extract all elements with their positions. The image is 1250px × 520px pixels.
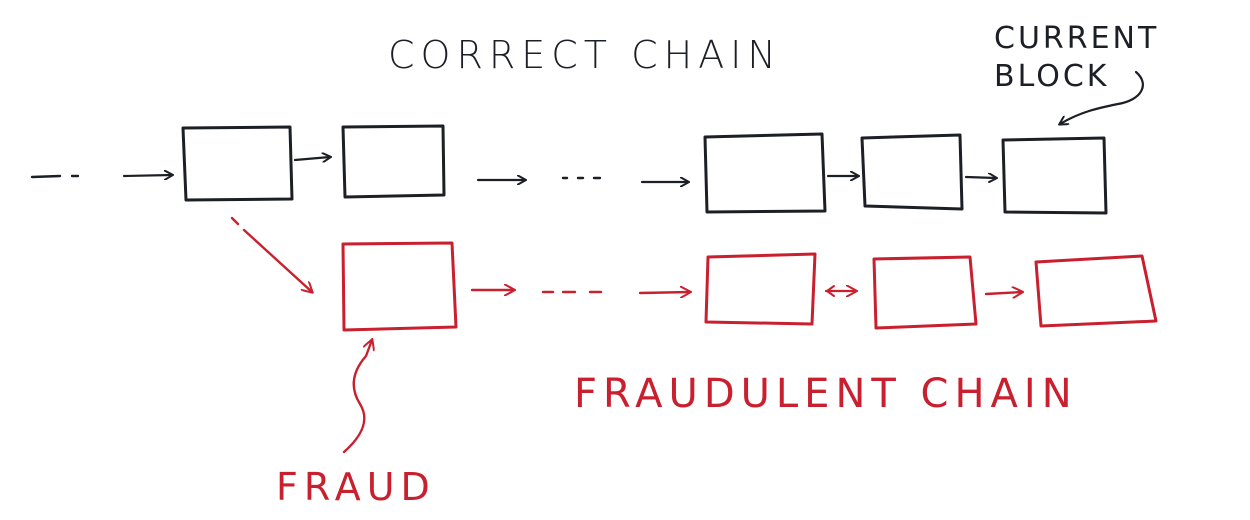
fraudulent-block-1 [341, 241, 458, 332]
correct-block-1 [181, 125, 294, 202]
fraud-arrow-3-4 [984, 292, 1022, 294]
current-block-label-line2: BLOCK [994, 58, 1110, 94]
correct-block-5-current [1001, 136, 1108, 215]
fraudulent-block-3 [872, 255, 978, 330]
correct-block-4 [860, 133, 964, 211]
correct-chain-label: CORRECT CHAIN [388, 33, 782, 77]
correct-block-2 [341, 124, 446, 199]
correct-arrow-4-5 [964, 177, 996, 178]
correct-chain [30, 70, 1144, 215]
current-block-label-line1: CURRENT [994, 21, 1160, 56]
fork-arrow [230, 216, 312, 292]
fraudulent-block-4 [1034, 254, 1158, 328]
fraudulent-block-2 [704, 252, 817, 326]
fraud-pointer [342, 340, 372, 454]
fraudulent-chain [230, 216, 1158, 454]
correct-block-3 [703, 132, 827, 214]
correct-leading-ellipsis [30, 174, 80, 179]
correct-arrow-in [122, 175, 172, 176]
current-block-label: CURRENT BLOCK [994, 20, 1159, 95]
current-block-pointer [1060, 70, 1144, 124]
fraudulent-chain-label: FRAUDULENT CHAIN [574, 371, 1078, 417]
correct-arrow-1-2 [293, 157, 330, 160]
fraud-arrow-from-ellipsis [638, 292, 690, 293]
fraud-label: FRAUD [276, 465, 436, 509]
